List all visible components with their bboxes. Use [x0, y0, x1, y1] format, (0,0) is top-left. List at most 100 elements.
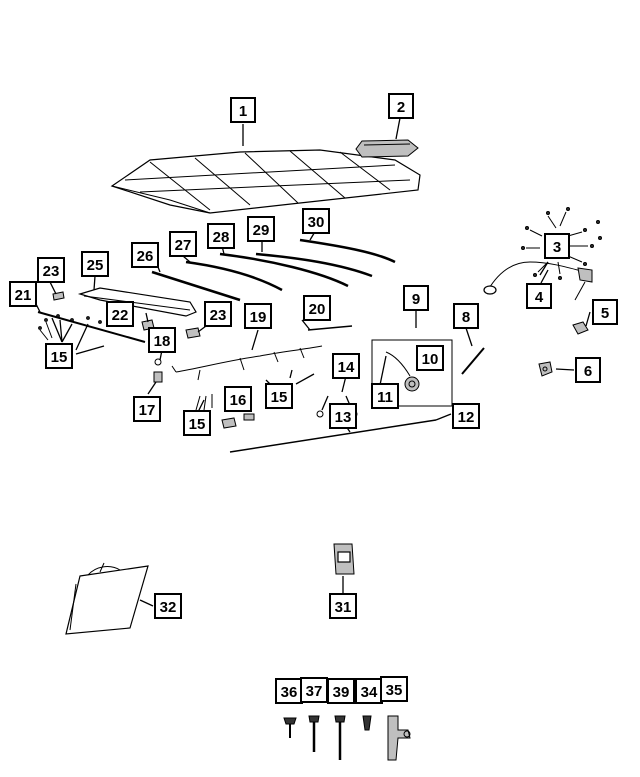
clip-set-part [521, 207, 602, 280]
bracket-part-23b [185, 327, 201, 339]
callout-37: 37 [300, 677, 328, 703]
callout-31-label: 31 [335, 599, 352, 616]
roof-pad-part [355, 139, 419, 158]
bracket-part-5 [572, 321, 589, 335]
callout-35: 35 [380, 676, 408, 702]
callout-37-label: 37 [306, 683, 323, 700]
callout-15-left: 15 [45, 343, 73, 369]
callout-32-label: 32 [160, 599, 177, 616]
callout-10: 10 [416, 345, 444, 371]
callout-22: 22 [106, 301, 134, 327]
callout-30: 30 [302, 208, 330, 234]
callout-9-label: 9 [412, 291, 420, 308]
callout-17-label: 17 [139, 402, 156, 419]
callout-15-bottom: 15 [183, 410, 211, 436]
callout-21-label: 21 [15, 287, 32, 304]
screw-part-36 [283, 717, 297, 738]
callout-14: 14 [332, 353, 360, 379]
wire-harness-part-19 [171, 345, 323, 381]
callout-29: 29 [247, 216, 275, 242]
callout-2-label: 2 [397, 99, 405, 116]
callout-4-label: 4 [535, 289, 544, 306]
callout-34: 34 [355, 678, 383, 704]
molding-part-26 [151, 270, 241, 302]
part-18-piece [154, 358, 162, 366]
callout-39: 39 [327, 678, 355, 704]
callout-36: 36 [275, 678, 303, 704]
clip-part-34 [362, 715, 372, 731]
callout-2: 2 [388, 93, 414, 119]
callout-13: 13 [329, 403, 357, 429]
callout-1: 1 [230, 97, 256, 123]
callout-31: 31 [329, 593, 357, 619]
callout-36-label: 36 [281, 684, 298, 701]
molding-part-28 [219, 252, 349, 288]
callout-27-label: 27 [175, 237, 192, 254]
callout-19: 19 [244, 303, 272, 329]
callout-8: 8 [453, 303, 479, 329]
callout-22-label: 22 [112, 307, 129, 324]
callout-34-label: 34 [361, 684, 378, 701]
callout-28: 28 [207, 223, 235, 249]
rod-part-20 [307, 325, 353, 331]
callout-25-label: 25 [87, 257, 104, 274]
callout-15-bottom-label: 15 [189, 416, 206, 433]
fitting-part-35 [387, 715, 411, 761]
callout-39-label: 39 [333, 684, 350, 701]
molding-part-30 [299, 238, 396, 264]
callout-26: 26 [131, 242, 159, 268]
callout-21: 21 [9, 281, 37, 307]
callout-1-label: 1 [239, 103, 247, 120]
callout-19-label: 19 [250, 309, 267, 326]
callout-4: 4 [526, 283, 552, 309]
callout-16: 16 [224, 386, 252, 412]
callout-6-label: 6 [584, 363, 592, 380]
callout-12: 12 [452, 403, 480, 429]
callout-16-label: 16 [230, 392, 247, 409]
callout-35-label: 35 [386, 682, 403, 699]
rail-part-21 [37, 311, 146, 343]
callout-29-label: 29 [253, 222, 270, 239]
callout-30-label: 30 [308, 214, 325, 231]
roof-panel-part [110, 149, 421, 214]
callout-26-label: 26 [137, 248, 154, 265]
callout-6: 6 [575, 357, 601, 383]
callout-15-middle: 15 [265, 383, 293, 409]
callout-20-label: 20 [309, 301, 326, 318]
callout-28-label: 28 [213, 229, 230, 246]
callout-25: 25 [81, 251, 109, 277]
side-rail-part-25 [77, 287, 197, 317]
callout-23-right-label: 23 [210, 307, 227, 324]
molding-part-27 [185, 260, 283, 292]
sunshade-part-32 [65, 562, 149, 635]
callout-32: 32 [154, 593, 182, 619]
rod-part-8 [461, 347, 485, 375]
callout-11: 11 [371, 383, 399, 409]
callout-15-middle-label: 15 [271, 389, 288, 406]
callout-9: 9 [403, 285, 429, 311]
molding-part-29 [255, 252, 373, 278]
long-strip-part-12 [229, 419, 437, 453]
switch-module-part-31 [333, 543, 355, 575]
assembly-box-9 [371, 339, 453, 407]
callout-10-label: 10 [422, 351, 439, 368]
callout-18-label: 18 [154, 333, 171, 350]
callout-15-left-label: 15 [51, 349, 68, 366]
cable-part [483, 261, 593, 301]
callout-11-label: 11 [377, 389, 393, 406]
callout-20: 20 [303, 295, 331, 321]
callout-23-right: 23 [204, 301, 232, 327]
callout-12-label: 12 [458, 409, 475, 426]
callout-8-label: 8 [462, 309, 470, 326]
bracket-part-23a [52, 291, 65, 301]
clip-15c-piece [195, 394, 237, 429]
callout-23-left-label: 23 [43, 263, 60, 280]
part-17-piece [153, 371, 163, 383]
callout-23-left: 23 [37, 257, 65, 283]
callout-13-label: 13 [335, 409, 352, 426]
callout-27: 27 [169, 231, 197, 257]
callout-17: 17 [133, 396, 161, 422]
callout-14-label: 14 [338, 359, 355, 376]
callout-3: 3 [544, 233, 570, 259]
